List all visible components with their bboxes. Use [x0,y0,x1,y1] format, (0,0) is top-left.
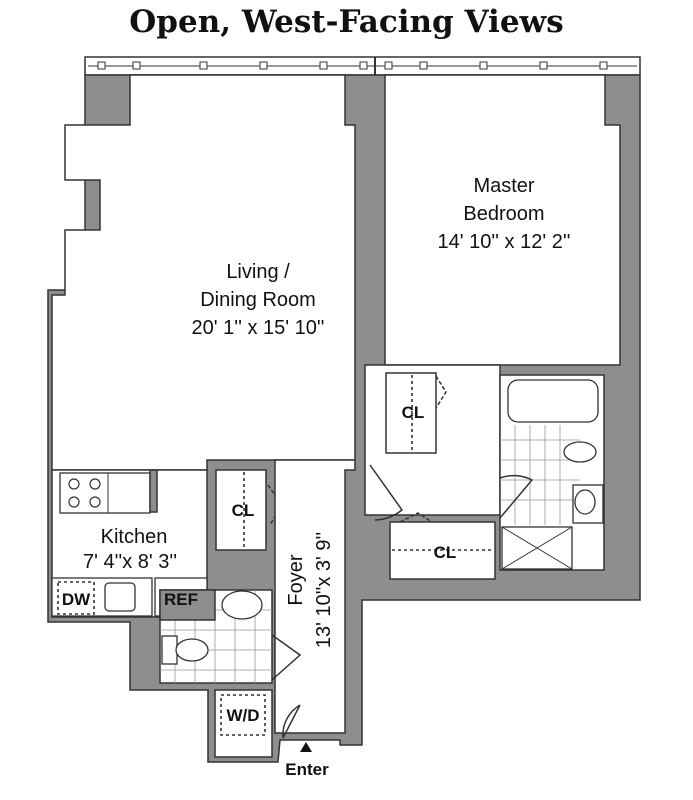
bedroom-closet [385,372,437,454]
bedroom-door-icon [369,464,404,521]
laundry-closet [214,689,273,758]
dishwasher [57,581,95,615]
toilet-icon [563,441,597,463]
dishwasher-label: DW [62,590,91,609]
kitchen-size: 7' 4''x 8' 3'' [83,551,177,573]
closet-label: CL [402,403,425,422]
plan-title: Open, West-Facing Views [129,4,564,40]
bedroom-label: Bedroom [463,203,544,225]
foyer-label: Foyer [285,554,307,605]
sink-icon [104,582,136,612]
sink-icon [574,489,596,515]
closet-label: CL [232,501,255,520]
closet-label: CL [434,543,457,562]
living-size: 20' 1'' x 15' 10'' [192,317,325,339]
enter-arrow-icon [300,742,312,752]
foyer-size: 13' 10''x 3' 9'' [313,532,335,648]
bedroom-size: 14' 10'' x 12' 2'' [438,231,571,253]
stove-burners-icon [68,478,101,508]
living-label: Living / [226,261,290,283]
sink-icon [221,590,263,620]
bath-door-icon [499,474,534,519]
toilet-icon [161,635,178,665]
window-strip [84,56,641,76]
foyer-closet [215,469,267,551]
kitchen-label: Kitchen [101,526,168,548]
living-dining-room [51,74,356,471]
foyer [274,459,356,734]
living-label: Dining Room [200,289,316,311]
entry-door-icon [282,704,301,739]
refrigerator-label: REF [164,590,198,609]
washer-dryer-label: W/D [226,706,259,725]
bedroom-label: Master [473,175,534,197]
door-icon [271,634,302,681]
bathtub-icon [507,379,599,423]
enter-label: Enter [285,760,329,779]
